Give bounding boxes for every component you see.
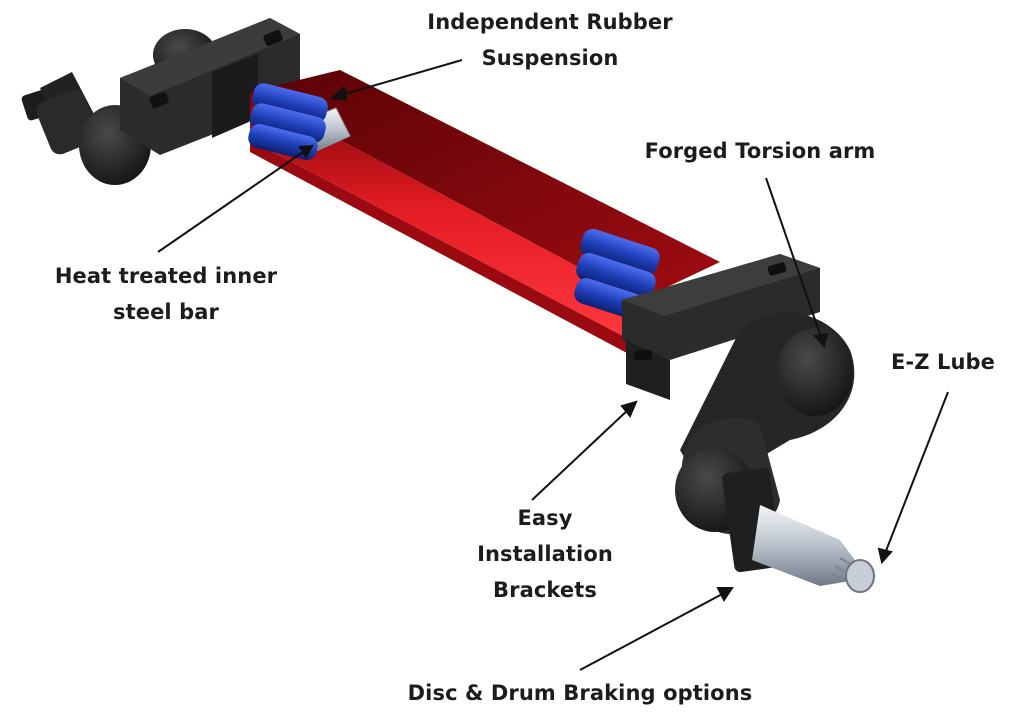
right-spindle <box>722 467 875 593</box>
rubber-leader <box>337 59 463 97</box>
ezlube-leader <box>883 391 949 557</box>
label-disc-drum-braking-options: Disc & Drum Braking options <box>407 681 753 705</box>
left-rubber-cords <box>248 83 328 160</box>
label-independent-rubber-suspension: Independent Rubber Suspension <box>427 10 673 70</box>
label-easy-installation-brackets: Easy Installation Brackets <box>477 506 613 602</box>
callout-lines <box>157 59 949 671</box>
forged-leader <box>765 177 823 341</box>
right-bracket <box>622 254 820 400</box>
label-forged-torsion-arm: Forged Torsion arm <box>644 139 876 163</box>
label-heat-treated-inner-steel-bar: Heat treated inner steel bar <box>54 264 278 324</box>
heat-leader <box>157 149 307 253</box>
label-ez-lube: E-Z Lube <box>890 350 995 374</box>
easy-leader <box>531 407 631 501</box>
disc-leader <box>579 591 727 671</box>
left-bracket <box>120 18 300 155</box>
